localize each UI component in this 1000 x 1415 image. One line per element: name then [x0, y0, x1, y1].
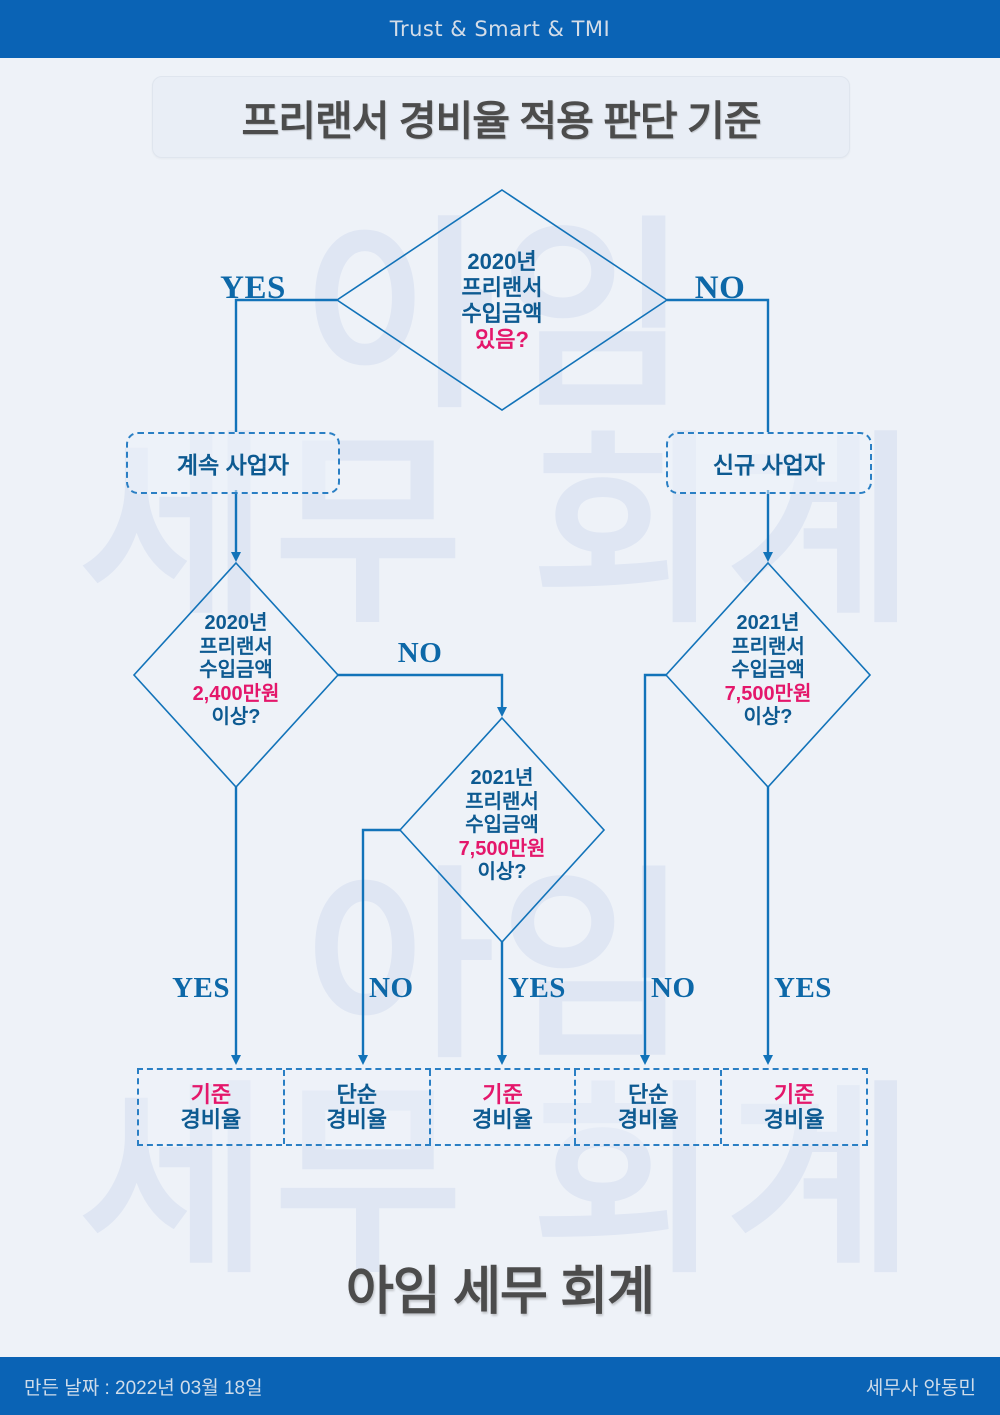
result-row: 기준 경비율 단순 경비율 기준 경비율 단순 경비율 기준 경비율	[137, 1068, 868, 1146]
result-cell-2-line2: 경비율	[326, 1107, 388, 1132]
branch-label-top-yes: YES	[220, 270, 286, 306]
result-cell-2: 단순 경비율	[285, 1070, 431, 1144]
result-cell-2-line1: 단순	[336, 1081, 377, 1107]
branch-label-result-5-yes: YES	[774, 972, 832, 1004]
result-cell-3-line1: 기준	[482, 1081, 523, 1107]
result-cell-5-line2: 경비율	[763, 1107, 825, 1132]
node-new-business: 신규 사업자	[666, 432, 872, 494]
branch-label-top-no: NO	[694, 270, 746, 306]
page-title: 프리랜서 경비율 적용 판단 기준	[241, 98, 762, 144]
result-cell-3: 기준 경비율	[431, 1070, 577, 1144]
result-cell-3-line2: 경비율	[472, 1107, 533, 1132]
result-cell-4-line2: 경비율	[617, 1107, 679, 1132]
result-cell-5: 기준 경비율	[722, 1070, 866, 1144]
node-new-business-label: 신규 사업자	[712, 452, 826, 478]
branch-label-result-1-yes: YES	[172, 972, 230, 1004]
node-continuing-business: 계속 사업자	[126, 432, 340, 494]
footer-author: 세무사 안동민	[865, 1377, 976, 1399]
footer-created-date: 만든 날짜 : 2022년 03월 18일	[24, 1377, 263, 1399]
result-cell-1: 기준 경비율	[139, 1070, 285, 1144]
result-cell-5-line1: 기준	[773, 1081, 815, 1107]
diamond-left-shape	[132, 561, 340, 789]
branch-label-result-3-yes: YES	[508, 972, 566, 1004]
brand-name: 아임 세무 회계	[346, 1263, 655, 1321]
header-tagline: Trust & Smart & TMI	[389, 17, 611, 41]
title-plate: 프리랜서 경비율 적용 판단 기준	[152, 76, 850, 158]
result-cell-4-line1: 단순	[628, 1081, 669, 1107]
branch-label-result-2-no: NO	[369, 972, 414, 1004]
footer-bar: 만든 날짜 : 2022년 03월 18일 세무사 안동민	[0, 1357, 1000, 1415]
result-cell-4: 단순 경비율	[576, 1070, 723, 1144]
diamond-middle-shape	[398, 716, 606, 944]
branch-label-result-4-no: NO	[651, 972, 696, 1004]
branch-label-left-no: NO	[397, 637, 443, 669]
header-bar: Trust & Smart & TMI	[0, 0, 1000, 58]
diamond-right-shape	[664, 561, 872, 789]
result-cell-1-line2: 경비율	[180, 1107, 242, 1132]
diamond-top-shape	[335, 189, 669, 411]
node-continuing-business-label: 계속 사업자	[176, 452, 290, 478]
result-cell-1-line1: 기준	[190, 1081, 232, 1107]
